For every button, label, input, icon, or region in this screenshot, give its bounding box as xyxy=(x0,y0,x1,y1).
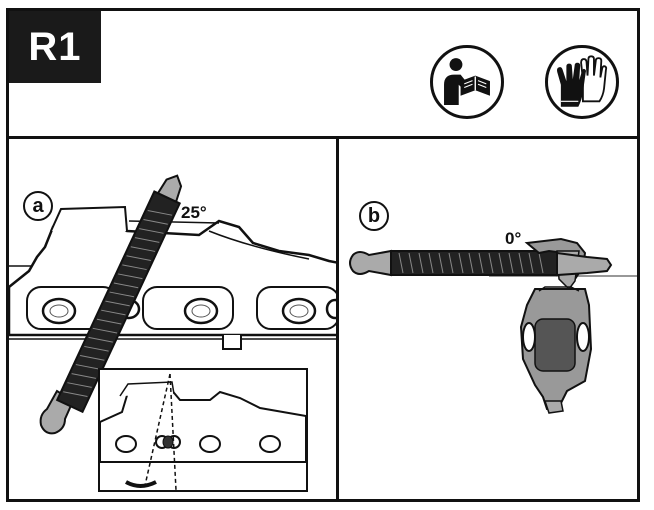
step-badge: R1 xyxy=(9,11,101,83)
panel-b: b 0° xyxy=(339,139,637,499)
panel-a-letter: a xyxy=(23,191,53,221)
panel-b-angle-label: 0° xyxy=(505,229,522,248)
instruction-frame: R1 xyxy=(6,8,640,502)
read-manual-icon xyxy=(430,45,504,119)
panel-a: a 25° xyxy=(9,139,339,499)
panel-b-letter: b xyxy=(359,201,389,231)
panel-a-angle-label: 25° xyxy=(181,203,207,222)
panel-a-inset xyxy=(98,368,308,492)
protective-gloves-icon xyxy=(545,45,619,119)
chain-file-25-degree-illustration xyxy=(9,174,336,435)
inset-cutter-detail-illustration xyxy=(100,373,306,490)
header-bar: R1 xyxy=(9,11,637,139)
chain-file-0-degree-illustration xyxy=(349,237,637,414)
